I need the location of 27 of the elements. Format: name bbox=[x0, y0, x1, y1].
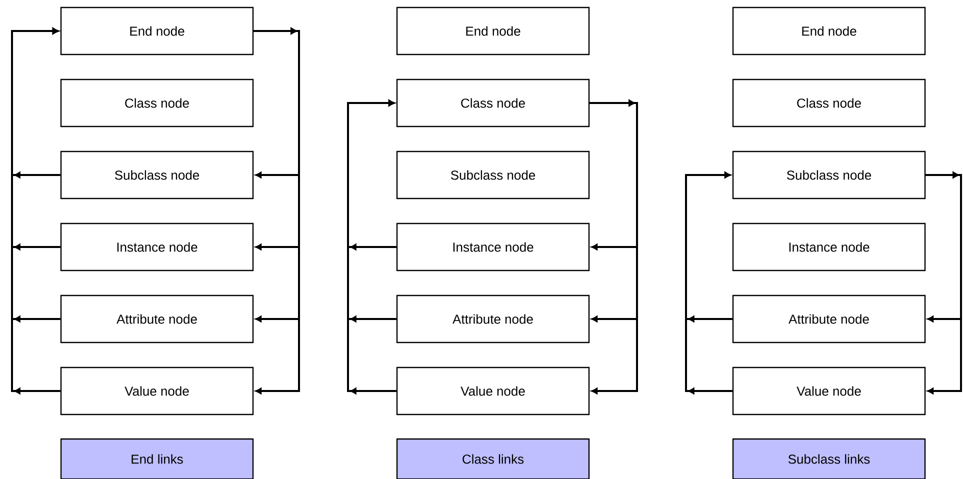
arrow bbox=[11, 28, 60, 394]
process-box: Class node bbox=[396, 78, 590, 128]
legend-box: End links bbox=[60, 438, 254, 479]
process-box: Instance node bbox=[732, 222, 926, 272]
process-box: Instance node bbox=[60, 222, 254, 272]
process-box: End node bbox=[60, 6, 254, 56]
process-box: Value node bbox=[732, 366, 926, 416]
process-box: Attribute node bbox=[396, 294, 590, 344]
process-box: Value node bbox=[396, 366, 590, 416]
process-box: Class node bbox=[732, 78, 926, 128]
process-box: Attribute node bbox=[60, 294, 254, 344]
process-box: Subclass node bbox=[60, 150, 254, 200]
arrow bbox=[685, 172, 732, 394]
process-box: Subclass node bbox=[396, 150, 590, 200]
process-box: Instance node bbox=[396, 222, 590, 272]
arrow bbox=[347, 100, 396, 394]
process-box: End node bbox=[396, 6, 590, 56]
process-box: Subclass node bbox=[732, 150, 926, 200]
legend-box: Subclass links bbox=[732, 438, 926, 479]
process-box: Attribute node bbox=[732, 294, 926, 344]
arrow bbox=[590, 100, 638, 394]
legend-box: Class links bbox=[396, 438, 590, 479]
process-box: End node bbox=[732, 6, 926, 56]
arrow bbox=[254, 28, 300, 394]
arrow bbox=[926, 172, 962, 394]
process-box: Class node bbox=[60, 78, 254, 128]
process-box: Value node bbox=[60, 366, 254, 416]
